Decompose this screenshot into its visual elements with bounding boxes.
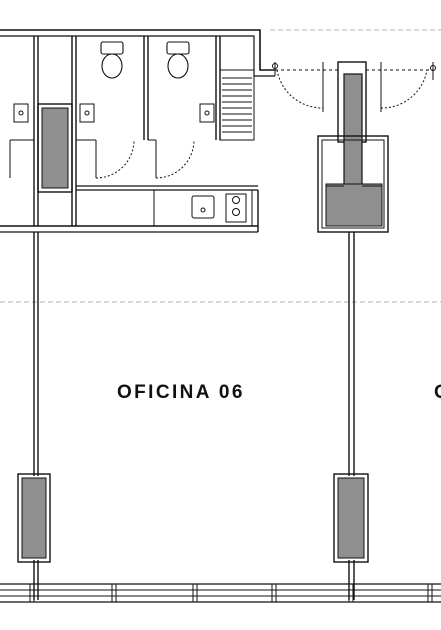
mullion <box>348 583 354 603</box>
sink-basin <box>79 103 95 123</box>
stove-burner <box>232 196 240 204</box>
shaft-lower-fill <box>325 183 383 227</box>
shaft-lower-frame <box>317 135 389 233</box>
stair-icon <box>219 69 255 141</box>
column-outer <box>37 103 73 193</box>
sink-icon <box>191 195 215 219</box>
entrance-doors <box>272 62 436 112</box>
facade-window-wall <box>0 583 441 603</box>
kitchen-counter <box>153 189 253 227</box>
dashed-reference-lines <box>0 29 441 303</box>
bathroom-doors <box>9 139 195 179</box>
toilet-tank <box>100 41 124 55</box>
sink-drain <box>84 110 90 116</box>
window-mullions <box>29 583 433 603</box>
kitchen-sink <box>191 195 215 219</box>
sink-basin <box>13 103 29 123</box>
core-outer-wall <box>0 29 275 71</box>
room-label-oficina-06: OFICINA 06 <box>117 382 245 403</box>
column-icon <box>333 473 369 563</box>
mullion <box>271 583 277 603</box>
door-swing-icon <box>95 139 135 179</box>
door-swing-icon <box>380 69 428 109</box>
sink-icon <box>79 103 95 123</box>
column-fill <box>21 477 47 559</box>
door-hinge <box>430 65 436 71</box>
toilet-icon <box>100 41 124 79</box>
kitchen-sink-drain <box>200 207 206 213</box>
column-icon <box>17 473 51 563</box>
toilet-bowl <box>167 53 189 79</box>
structural-shaft <box>317 61 389 233</box>
stove-top <box>225 193 247 223</box>
column-fill <box>337 477 365 559</box>
sink-icon <box>13 103 29 123</box>
shaft-upper-fill <box>343 73 363 187</box>
office-partitions <box>33 232 355 600</box>
door-swing-icon <box>276 69 324 109</box>
mullion <box>427 583 433 603</box>
mullion <box>192 583 198 603</box>
column-outer <box>333 473 369 563</box>
column-fill <box>41 107 69 189</box>
column-outer <box>17 473 51 563</box>
stove-burner <box>232 208 240 216</box>
door-hinge <box>272 63 278 69</box>
stove-icon <box>225 193 247 223</box>
shaft-lower-inner <box>321 139 385 229</box>
toilet-bowl <box>101 53 123 79</box>
sink-icon <box>199 103 215 123</box>
core-outer-wall-inner <box>0 35 275 77</box>
service-core <box>0 29 275 233</box>
mullion <box>29 583 35 603</box>
column-icon <box>37 103 73 193</box>
sink-drain <box>18 110 24 116</box>
toilet-icon <box>166 41 190 79</box>
sink-drain <box>204 110 210 116</box>
toilet-tank <box>166 41 190 55</box>
mullion <box>111 583 117 603</box>
stair-frame <box>219 69 255 141</box>
door-swing-icon <box>155 139 195 179</box>
room-label-cut: O <box>434 382 441 403</box>
sink-basin <box>199 103 215 123</box>
